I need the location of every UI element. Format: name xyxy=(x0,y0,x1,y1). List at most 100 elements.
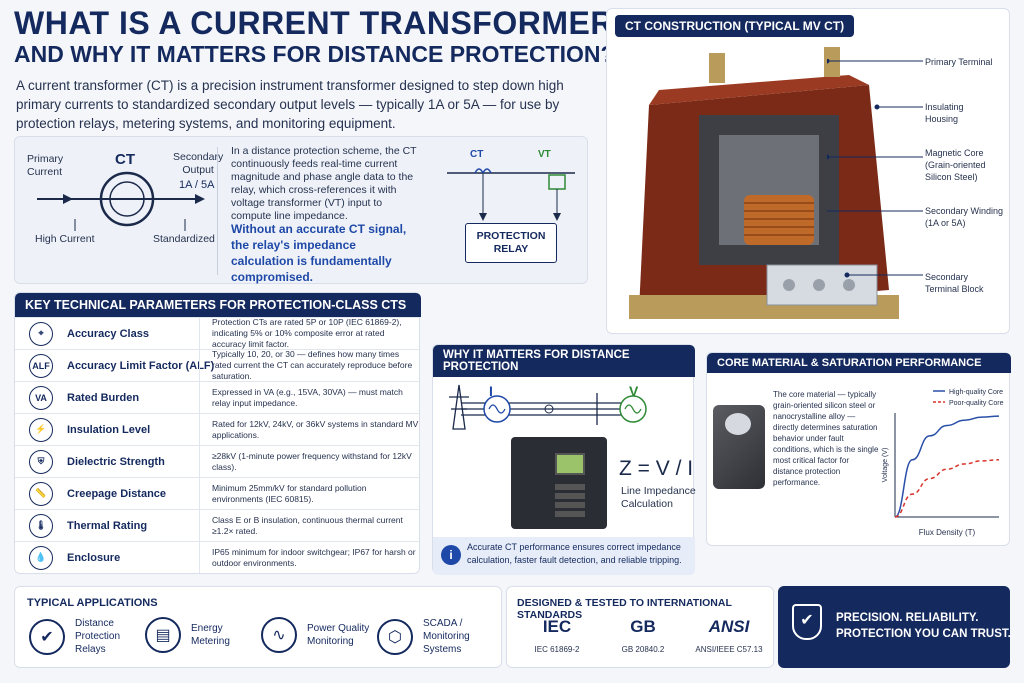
parameters-rows: ⌖ Accuracy Class Protection CTs are rate… xyxy=(15,317,419,573)
standards-tag: DESIGNED & TESTED TO INTERNATIONAL STAND… xyxy=(517,597,732,621)
relay-wiring-diagram xyxy=(447,168,575,221)
parameter-label: Creepage Distance xyxy=(67,487,167,500)
parameter-label: Rated Burden xyxy=(67,391,140,404)
secondary-output-label: Secondary Output xyxy=(173,151,224,176)
standard-logo: GB xyxy=(630,617,656,636)
network-icon: ⬡ xyxy=(377,618,413,655)
magnetic-core-label: Magnetic Core (Grain-oriented Silicon St… xyxy=(925,148,986,182)
ct-ring-diagram xyxy=(37,171,205,231)
series-line xyxy=(894,415,1000,518)
distance-emphasis: Without an accurate CT signal, the relay… xyxy=(231,222,407,284)
why-tag: WHY IT MATTERS FOR DISTANCE PROTECTION xyxy=(433,345,695,377)
application-item: ▤ Energy Metering xyxy=(145,617,230,653)
legend-label: Poor-quality Core xyxy=(949,400,1004,407)
application-label: Energy Metering xyxy=(191,623,230,647)
primary-terminal-label: Primary Terminal xyxy=(925,57,993,67)
relay-device xyxy=(511,437,607,529)
info-icon: i xyxy=(441,545,461,565)
why-panel: WHY IT MATTERS FOR DISTANCE PROTECTION I… xyxy=(432,344,696,575)
formula-caption: Line Impedance Calculation xyxy=(621,485,696,510)
line-diagram xyxy=(449,384,647,430)
high-current-label: High Current xyxy=(35,233,95,245)
parameter-desc: IP65 minimum for indoor switchgear; IP67… xyxy=(199,542,419,573)
standards-panel: DESIGNED & TESTED TO INTERNATIONAL STAND… xyxy=(506,586,774,668)
tagline: PRECISION. RELIABILITY. PROTECTION YOU C… xyxy=(836,612,1011,640)
primary-current-label: Primary Current xyxy=(27,153,64,178)
parameters-tag: KEY TECHNICAL PARAMETERS FOR PROTECTION-… xyxy=(15,293,421,317)
application-label: Distance Protection Relays xyxy=(75,618,121,655)
parameter-label: Insulation Level xyxy=(67,423,151,436)
standard-caption: GB 20840.2 xyxy=(621,645,665,654)
parameter-row: 🌡 Thermal Rating Class E or B insulation… xyxy=(15,509,419,541)
distance-text: In a distance protection scheme, the CT … xyxy=(231,145,417,222)
current-symbol: I xyxy=(489,383,493,399)
parameter-label: Enclosure xyxy=(67,551,121,564)
construction-panel: CT CONSTRUCTION (TYPICAL MV CT) Primary … xyxy=(606,8,1010,334)
parameters-panel: KEY TECHNICAL PARAMETERS FOR PROTECTION-… xyxy=(14,292,421,574)
series-line xyxy=(894,459,1000,518)
parameter-row: 📏 Creepage Distance Minimum 25mm/kV for … xyxy=(15,477,419,509)
standard-caption: IEC 61869-2 xyxy=(534,645,580,654)
construction-tag: CT CONSTRUCTION (TYPICAL MV CT) xyxy=(615,15,855,37)
standard-item: IEC IEC 61869-2 xyxy=(517,617,597,654)
ruler-icon: 📏 xyxy=(29,481,53,506)
parameter-row: ⛨ Dielectric Strength ≥28kV (1-minute po… xyxy=(15,445,419,477)
parameter-desc: Protection CTs are rated 5P or 10P (IEC … xyxy=(199,317,419,349)
application-label: Power Quality Monitoring xyxy=(307,623,370,647)
parameter-desc: Expressed in VA (e.g., 15VA, 30VA) — mus… xyxy=(199,382,419,413)
lightning-icon: ⚡ xyxy=(29,417,53,442)
core-panel: CORE MATERIAL & SATURATION PERFORMANCE T… xyxy=(706,352,1011,546)
parameter-desc: Typically 10, 20, or 30 — defines how ma… xyxy=(199,349,419,381)
ct-label: CT xyxy=(115,151,135,168)
parameter-label: Accuracy Class xyxy=(67,327,149,340)
parameter-label: Thermal Rating xyxy=(67,519,148,532)
parameter-desc: ≥28kV (1-minute power frequency withstan… xyxy=(199,446,419,477)
parameter-desc: Rated for 12kV, 24kV, or 36kV systems in… xyxy=(199,414,419,445)
tagline-panel: ✔ PRECISION. RELIABILITY. PROTECTION YOU… xyxy=(778,586,1011,668)
why-note: Accurate CT performance ensures correct … xyxy=(467,542,682,565)
diagram-divider xyxy=(217,147,218,275)
standard-logo: ANSI xyxy=(708,617,750,636)
parameter-desc: Minimum 25mm/kV for standard pollution e… xyxy=(199,478,419,509)
standard-item: GB GB 20840.2 xyxy=(603,617,683,654)
ct-construction-illustration xyxy=(629,47,899,319)
intro-text: A current transformer (CT) is a precisio… xyxy=(16,78,564,131)
relay-keypad xyxy=(555,483,585,517)
droplet-icon: 💧 xyxy=(29,545,53,570)
construction-leader-lines xyxy=(827,59,923,278)
waveform-icon: ∿ xyxy=(261,617,297,653)
meter-icon: ▤ xyxy=(145,617,181,653)
voltage-symbol: V xyxy=(629,383,639,399)
shield-check-icon: ✔ xyxy=(792,604,822,640)
application-item: ⬡ SCADA / Monitoring Systems xyxy=(377,617,470,656)
parameter-row: ALF Accuracy Limit Factor (ALF) Typicall… xyxy=(15,349,419,381)
ct-overview-panel: Primary Current CT Secondary Output 1A /… xyxy=(14,136,588,284)
standard-logo: IEC xyxy=(542,617,572,636)
terminal-block-label: Secondary Terminal Block xyxy=(925,272,984,294)
subtitle: AND WHY IT MATTERS FOR DISTANCE PROTECTI… xyxy=(14,41,615,67)
shield-check-icon: ✔ xyxy=(29,618,65,655)
insulating-housing-label: Insulating Housing xyxy=(925,102,964,124)
vt-diagram-label: VT xyxy=(538,149,551,160)
parameter-label: Dielectric Strength xyxy=(67,455,165,468)
thermometer-icon: 🌡 xyxy=(29,513,53,538)
standard-item: ANSI ANSI/IEEE C57.13 xyxy=(689,617,769,654)
shield-lightning-icon: ⛨ xyxy=(29,449,53,474)
standardized-label: Standardized xyxy=(153,233,215,245)
secondary-winding-label: Secondary Winding (1A or 5A) xyxy=(925,206,1004,228)
relay-display xyxy=(555,453,585,475)
impedance-formula: Z = V / I xyxy=(619,457,694,480)
why-note-bar xyxy=(433,537,695,575)
application-item: ∿ Power Quality Monitoring xyxy=(261,617,369,653)
protection-relay-box: PROTECTION RELAY xyxy=(465,223,557,263)
y-axis-label: Voltage (V) xyxy=(882,448,889,483)
x-axis-label: Flux Density (T) xyxy=(919,528,976,537)
core-text: The core material — typically grain-orie… xyxy=(773,390,879,487)
target-icon: ⌖ xyxy=(29,321,53,346)
secondary-value: 1A / 5A xyxy=(179,179,215,191)
core-tag: CORE MATERIAL & SATURATION PERFORMANCE xyxy=(707,353,1011,373)
applications-panel: TYPICAL APPLICATIONS ✔ Distance Protecti… xyxy=(14,586,502,668)
applications-tag: TYPICAL APPLICATIONS xyxy=(27,597,158,609)
parameter-label: Accuracy Limit Factor (ALF) xyxy=(67,359,215,372)
